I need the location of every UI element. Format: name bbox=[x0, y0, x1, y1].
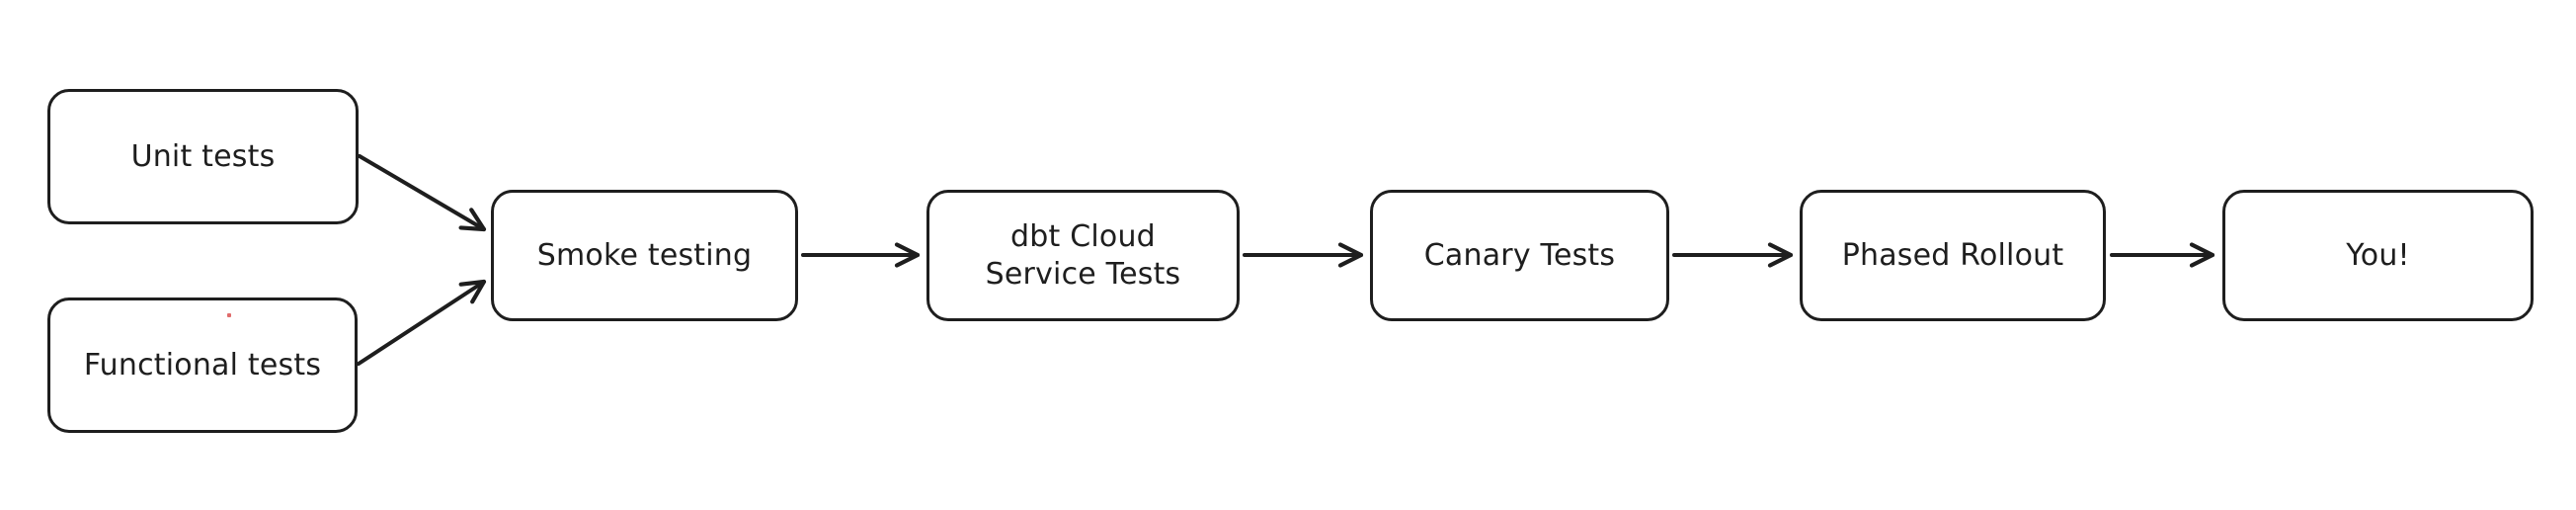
node-you-label: You! bbox=[2346, 237, 2410, 273]
node-canary-tests: Canary Tests bbox=[1370, 190, 1669, 321]
node-phased-rollout: Phased Rollout bbox=[1800, 190, 2106, 321]
node-functional-tests-label: Functional tests bbox=[83, 347, 322, 382]
node-canary-tests-label: Canary Tests bbox=[1423, 237, 1616, 273]
stray-red-mark bbox=[227, 313, 231, 317]
node-phased-rollout-label: Phased Rollout bbox=[1841, 237, 2064, 273]
node-unit-tests: Unit tests bbox=[47, 89, 359, 224]
edge-unit-tests-to-smoke-testing-arrow bbox=[358, 154, 487, 232]
node-smoke-testing-label: Smoke testing bbox=[536, 237, 753, 273]
node-dbt-cloud-service-tests-label: dbt Cloud Service Tests bbox=[985, 218, 1181, 292]
node-smoke-testing: Smoke testing bbox=[491, 190, 798, 321]
edge-functional-tests-to-smoke-testing-arrow bbox=[357, 279, 487, 366]
node-you: You! bbox=[2222, 190, 2534, 321]
node-unit-tests-label: Unit tests bbox=[130, 138, 276, 174]
node-dbt-cloud-service-tests: dbt Cloud Service Tests bbox=[926, 190, 1240, 321]
node-functional-tests: Functional tests bbox=[47, 298, 358, 433]
